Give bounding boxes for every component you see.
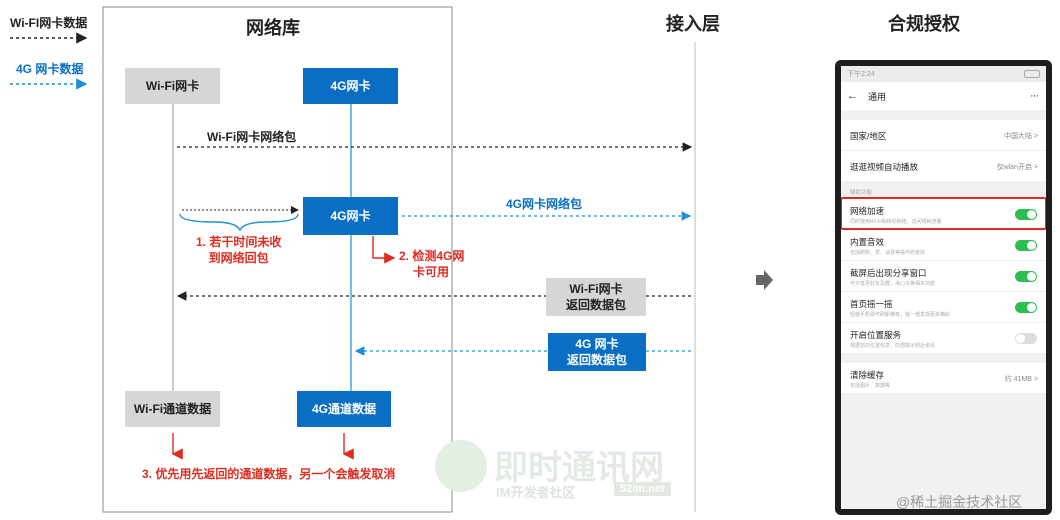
section-header: 辅助功能: [841, 181, 1046, 199]
setting-row-title: 国家/地区: [850, 131, 887, 141]
phone-status-bar: 下午2:24: [841, 66, 1046, 82]
note-1-line2: 到网络回包: [208, 251, 269, 265]
wifi-return-line2: 返回数据包: [565, 298, 626, 312]
network-lib-title: 网络库: [246, 18, 300, 38]
wifi-packet-label: Wi-Fi网卡网络包: [207, 130, 297, 144]
g4-card-mid-box: 4G网卡: [303, 197, 398, 235]
setting-row-value: 约 41MB >: [1004, 376, 1038, 383]
toggle-row-title: 首页摇一摇: [850, 299, 893, 309]
legend-4g-label: 4G 网卡数据: [16, 62, 84, 76]
setting-row-value: 中国大陆 >: [1003, 133, 1038, 140]
check-4g-arrow: [372, 236, 396, 264]
toggle-row-title: 截屏后出现分享窗口: [850, 268, 927, 278]
wifi-return-box: Wi-Fi网卡 返回数据包: [546, 278, 646, 316]
toggle-switch[interactable]: [1015, 240, 1037, 251]
toggle-row-title: 网络加速: [850, 206, 885, 216]
note-2: 2. 检测4G网 卡可用: [399, 248, 464, 280]
back-arrow-icon[interactable]: ←: [847, 90, 858, 102]
timeout-brace: [179, 213, 299, 232]
toggle-row-screenshot-share[interactable]: 截屏后出现分享窗口 可分享至好友及群，滑口令等相关功能: [841, 261, 1046, 292]
toggle-row-location[interactable]: 开启位置服务 根据您的位置信息，向您展示附近资讯: [841, 323, 1046, 353]
watermark-corner: @稀土掘金技术社区: [896, 494, 1023, 510]
more-icon[interactable]: ···: [1030, 90, 1039, 102]
g4-channel-box: 4G通道数据: [297, 391, 391, 427]
g4-return-line2: 返回数据包: [566, 353, 627, 367]
toggle-row-sound[interactable]: 内置音效 包括刷新、赞、消息等操作的音效: [841, 230, 1046, 261]
wifi-card-box: Wi-Fi网卡: [125, 68, 220, 104]
setting-row-video-autoplay[interactable]: 逛逛视频自动播放 仅wlan开启 >: [841, 151, 1046, 181]
network-accel-highlight: [841, 197, 1046, 230]
setting-row-title: 清除缓存: [850, 370, 885, 380]
phone-screen: 下午2:24 ← 通用 ··· 国家/地区 中国大陆 > 逛逛视频自动播放 仅w…: [841, 66, 1046, 509]
toggle-row-shake[interactable]: 首页摇一摇 轻摇手机即可刷新推荐，摇一摇发现更多精彩: [841, 292, 1046, 323]
note-2-line1: 2. 检测4G网: [399, 249, 465, 263]
setting-row-value: 仅wlan开启 >: [996, 164, 1038, 171]
toggle-row-title: 开启位置服务: [850, 330, 902, 340]
toggle-row-sub: 可分享至好友及群，滑口令等相关功能: [850, 281, 936, 287]
battery-icon: [1024, 70, 1040, 78]
wifi-return-line1: Wi-Fi网卡: [569, 282, 623, 296]
section-label: 辅助功能: [850, 190, 873, 196]
compliance-title: 合规授权: [888, 14, 960, 34]
watermark-center-big: 即时通讯网: [494, 449, 664, 487]
g4-return-line1: 4G 网卡: [575, 337, 619, 351]
note-3: 3. 优先用先返回的通道数据，另一个会触发取消: [142, 467, 396, 481]
legend-wifi-label: Wi-FI网卡数据: [10, 16, 88, 30]
access-layer-title: 接入层: [666, 14, 720, 34]
g4-packet-label: 4G网卡网络包: [506, 197, 583, 211]
note-1-line1: 1. 若干时间未收: [196, 235, 282, 249]
network-lib-frame: [102, 6, 453, 513]
phone-time: 下午2:24: [847, 71, 875, 78]
toggle-row-sub: 包括刷新、赞、消息等操作的音效: [850, 250, 926, 256]
toggle-row-sub: 根据您的位置信息，向您展示附近资讯: [850, 343, 936, 349]
toggle-row-sub: 轻摇手机即可刷新推荐，摇一摇发现更多精彩: [850, 312, 951, 318]
toggle-switch[interactable]: [1015, 271, 1037, 282]
note-1: 1. 若干时间未收 到网络回包: [196, 234, 281, 266]
phone-top-bar: ← 通用 ···: [841, 82, 1046, 110]
toggle-switch[interactable]: [1015, 302, 1037, 313]
toggle-row-title: 内置音效: [850, 237, 885, 247]
watermark-center-small: IM开发者社区: [496, 485, 576, 500]
wifi-channel-box: Wi-Fi通道数据: [125, 391, 220, 427]
toggle-row-sub: 同时使用Wi-Fi和移动网络，访问将耗流量: [850, 219, 942, 225]
setting-row-region[interactable]: 国家/地区 中国大陆 >: [841, 120, 1046, 151]
toggle-switch[interactable]: [1015, 333, 1037, 344]
toggle-switch[interactable]: [1015, 209, 1037, 220]
setting-row-sub: 包括图片、数据等: [850, 383, 891, 389]
watermark-logo-icon: [435, 440, 487, 492]
watermark-center-url: 52im.net: [614, 482, 671, 496]
right-arrow-icon: [756, 270, 773, 290]
setting-row-clear-cache[interactable]: 清除缓存 包括图片、数据等 约 41MB >: [841, 363, 1046, 393]
g4-card-top-box: 4G网卡: [303, 68, 398, 104]
setting-row-title: 逛逛视频自动播放: [850, 162, 919, 172]
phone-page-title: 通用: [868, 91, 887, 102]
phone-frame: 下午2:24 ← 通用 ··· 国家/地区 中国大陆 > 逛逛视频自动播放 仅w…: [835, 60, 1052, 515]
note-2-line2: 卡可用: [413, 265, 450, 279]
g4-return-box: 4G 网卡 返回数据包: [548, 333, 646, 371]
